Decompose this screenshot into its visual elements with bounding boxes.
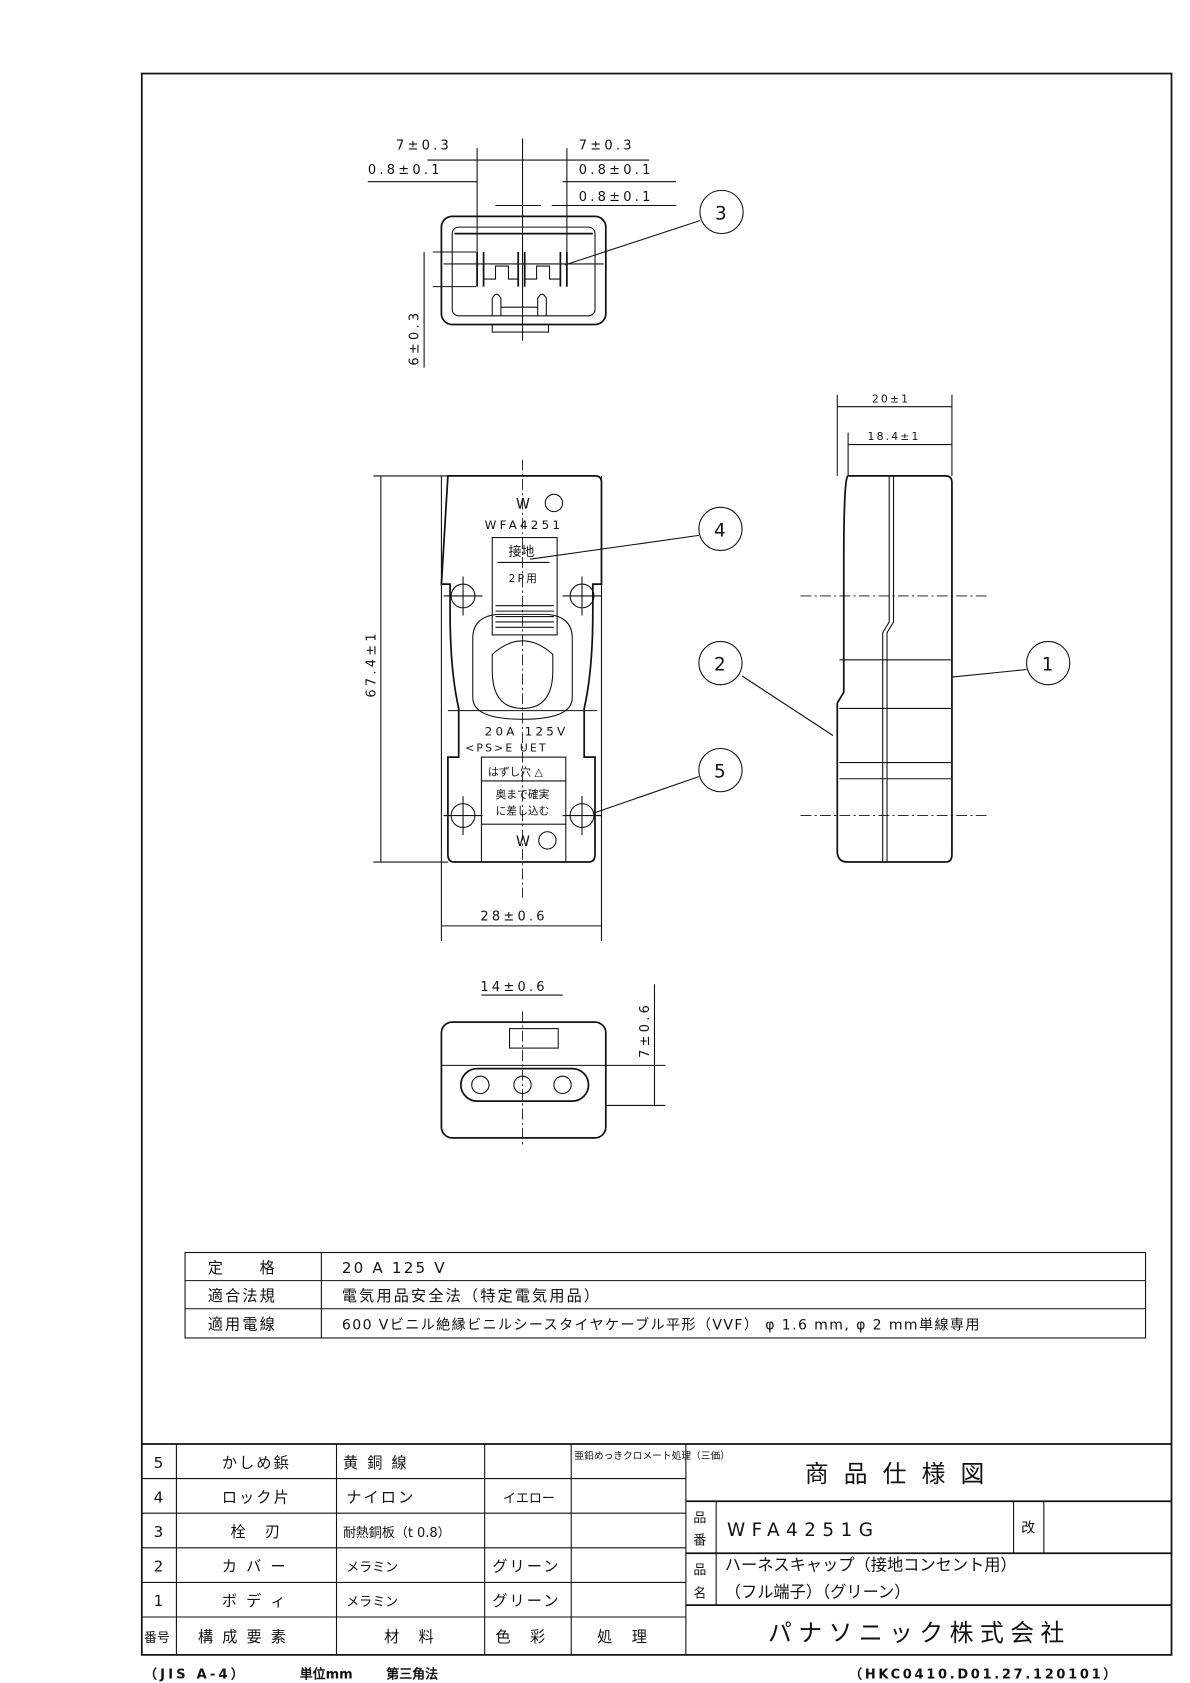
- cell-text: ボ デ ィ: [222, 1592, 288, 1610]
- cell-text: ロック片: [222, 1488, 291, 1506]
- cell-text: 奥まで確実: [495, 787, 549, 801]
- cell-text: 3: [715, 204, 727, 225]
- drawing-title: 商品仕様図: [805, 1460, 1000, 1488]
- parts-row: 1 ボ デ ィ メラミン グリーン: [154, 1592, 560, 1610]
- cell-text: <PS>E UET: [465, 742, 548, 755]
- spec-label: 適用電線: [208, 1315, 277, 1333]
- cell-text: 2: [154, 1558, 166, 1576]
- parts-row: 5 かしめ鋲 黄 銅 線 亜鉛めっきクロメート処理（三価）: [154, 1449, 730, 1472]
- dim-top-height: 6±0.3: [408, 310, 423, 366]
- callout-2: [698, 640, 743, 686]
- dim-blade-center: 0.8±0.1: [579, 190, 654, 205]
- parts-header-row: 番号 構 成 要 素 材 料 色 彩 処 理: [144, 1628, 649, 1646]
- drawing-frame: [140, 72, 1173, 1656]
- dim-blade-left: 0.8±0.1: [368, 163, 443, 178]
- parts-table: 5 かしめ鋲 黄 銅 線 亜鉛めっきクロメート処理（三価） 4 ロック片 ナイロ…: [141, 1443, 1172, 1655]
- cell-text: メラミン: [346, 1595, 398, 1610]
- company-name: パナソニック株式会社: [768, 1619, 1071, 1647]
- cell-text: に差し込む: [495, 803, 549, 817]
- cell-text: 1: [154, 1592, 166, 1610]
- spec-value: 600 Vビニル絶縁ビニルシースタイヤケーブル平形（VVF） φ 1.6 mm,…: [342, 1316, 981, 1333]
- rating-marking: 20A 125V: [485, 725, 569, 739]
- spec-table: 定 格 20 A 125 V 適合法規 電気用品安全法（特定電気用品） 適用電線…: [184, 1251, 1147, 1339]
- cell-text: 2: [714, 655, 726, 676]
- cell-text: 色 彩: [495, 1628, 547, 1646]
- product-name-line1: ハーネスキャップ（接地コンセント用）: [725, 1556, 1017, 1575]
- document-code: （HKC0410.D01.27.120101）: [849, 1667, 1119, 1683]
- dim-side-inner: 18.4±1: [868, 430, 921, 443]
- side-view: 20±1 18.4±1 1 2: [698, 392, 1071, 863]
- cell-text: 構 成 要 素: [198, 1628, 288, 1646]
- dim-front-height: 67.4±1: [364, 630, 379, 697]
- cell-text: 5: [714, 762, 726, 783]
- cell-text: はずし穴 △: [488, 765, 544, 779]
- cell-text: W: [516, 496, 530, 512]
- cell-text: 接地: [508, 544, 534, 560]
- cell-text: グリーン: [492, 1592, 560, 1610]
- callout-1: [1026, 640, 1071, 686]
- cell-text: 5: [154, 1454, 166, 1472]
- cell-text: 品: [693, 1563, 706, 1578]
- cell-text: 耐熱銅板（t 0.8）: [343, 1526, 451, 1541]
- cell-text: 品: [693, 1511, 706, 1526]
- cell-text: 4: [154, 1488, 166, 1506]
- cell-text: カ バ ー: [222, 1558, 288, 1576]
- spec-value: 電気用品安全法（特定電気用品）: [342, 1287, 601, 1305]
- bottom-view: 14±0.6 7±0.6: [440, 980, 666, 1147]
- product-number: WFA4251G: [727, 1520, 880, 1541]
- cell-text: かしめ鋲: [222, 1454, 291, 1472]
- cell-text: 栓 刃: [230, 1523, 282, 1541]
- spec-label: 適合法規: [208, 1287, 277, 1305]
- callout-3: [699, 189, 744, 235]
- cell-text: 2P用: [508, 572, 539, 585]
- spec-value: 20 A 125 V: [342, 1259, 447, 1277]
- parts-row: 2 カ バ ー メラミン グリーン: [154, 1558, 560, 1576]
- cell-text: 亜鉛めっきクロメート処理（三価）: [574, 1449, 730, 1462]
- cell-text: 材 料: [384, 1628, 436, 1646]
- cell-text: 処 理: [597, 1628, 649, 1646]
- parts-row: 4 ロック片 ナイロン イエロー: [154, 1488, 555, 1506]
- ground-symbol-icon: [538, 831, 557, 850]
- front-view: W WFA4251 接地 2P用 20A 125V <PS>E UET はずし穴…: [364, 459, 743, 942]
- cell-text: ナイロン: [346, 1488, 415, 1506]
- dim-bottom-width: 14±0.6: [480, 980, 547, 995]
- dim-blade-right: 0.8±0.1: [579, 163, 654, 178]
- cell-text: W: [516, 834, 530, 850]
- product-name-line2: （フル端子）（グリーン）: [725, 1583, 911, 1602]
- cell-text: 黄 銅 線: [343, 1454, 409, 1472]
- cell-text: 番: [693, 1534, 706, 1549]
- paper-size: （JIS A-4）: [144, 1667, 247, 1683]
- spec-label: 定 格: [208, 1259, 277, 1277]
- dim-pitch-left: 7±0.3: [396, 138, 452, 153]
- model-marking: WFA4251: [485, 518, 564, 532]
- dim-side-outer: 20±1: [872, 392, 910, 405]
- cell-text: 3: [154, 1523, 166, 1541]
- top-view: 7±0.3 7±0.3 0.8±0.1 0.8±0.1 0.8±0.1 6±0.…: [367, 138, 744, 368]
- ground-symbol-icon: [544, 493, 564, 513]
- revision-label: 改: [1021, 1521, 1035, 1537]
- footer: （JIS A-4） 単位mm 第三角法 （HKC0410.D01.27.1201…: [144, 1667, 1119, 1683]
- dim-bottom-height: 7±0.6: [638, 1002, 653, 1058]
- dim-front-width: 28±0.6: [480, 909, 547, 924]
- cell-text: 名: [693, 1586, 706, 1602]
- projection-label: 第三角法: [386, 1667, 438, 1683]
- cell-text: イエロー: [503, 1491, 555, 1506]
- cell-text: メラミン: [346, 1561, 398, 1576]
- callout-4: [698, 506, 743, 552]
- callout-5: [698, 747, 743, 793]
- cell-text: グリーン: [492, 1558, 560, 1576]
- dim-pitch-right: 7±0.3: [579, 138, 635, 153]
- cell-text: 1: [1042, 655, 1054, 676]
- title-block: 商品仕様図 品 番 WFA4251G 改 品 名 ハーネスキャップ（接地コンセン…: [685, 1460, 1172, 1647]
- cell-text: 4: [714, 520, 726, 541]
- parts-row: 3 栓 刃 耐熱銅板（t 0.8）: [154, 1523, 451, 1541]
- cell-text: 番号: [144, 1631, 170, 1646]
- unit-label: 単位mm: [300, 1667, 353, 1683]
